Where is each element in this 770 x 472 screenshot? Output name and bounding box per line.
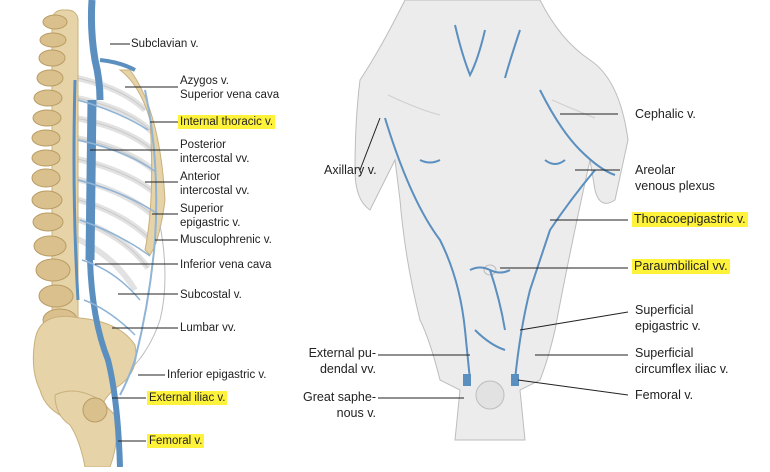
label-thoracoepigastric-v: Thoracoepigastric v. <box>632 212 748 227</box>
label-superficial-circumflex-line1: Superficial <box>635 346 694 360</box>
label-posterior-intercostal-line2: intercostal vv. <box>180 153 250 165</box>
label-great-saphenous-line2: nous v. <box>336 406 376 420</box>
label-inferior-vena-cava: Inferior vena cava <box>180 259 272 271</box>
label-external-iliac-v: External iliac v. <box>147 391 228 405</box>
label-paraumbilical-vv: Paraumbilical vv. <box>632 259 730 274</box>
label-superior-epigastric-line2: epigastric v. <box>180 217 241 229</box>
torso-artwork <box>354 0 629 441</box>
label-musculophrenic-v: Musculophrenic v. <box>180 234 272 246</box>
left-veins <box>72 0 159 468</box>
label-external-pudendal-line1: External pu- <box>308 346 376 360</box>
label-femoral-v-left: Femoral v. <box>147 434 205 448</box>
label-superficial-epigastric-line1: Superficial <box>635 303 694 317</box>
label-axillary-v: Axillary v. <box>324 163 377 177</box>
label-superficial-epigastric-line2: epigastric v. <box>635 319 701 333</box>
label-internal-thoracic-v: Internal thoracic v. <box>178 115 276 129</box>
label-cephalic-v: Cephalic v. <box>635 107 696 121</box>
label-lumbar-vv: Lumbar vv. <box>180 322 237 334</box>
pelvis-artwork <box>32 315 137 468</box>
label-external-pudendal-line2: dendal vv. <box>319 362 376 376</box>
label-azygos-v: Azygos v. <box>180 75 229 87</box>
label-subclavian-v: Subclavian v. <box>131 38 199 50</box>
label-subcostal-v: Subcostal v. <box>180 289 242 301</box>
label-inferior-epigastric-v: Inferior epigastric v. <box>167 369 267 381</box>
label-anterior-intercostal-line1: Anterior <box>180 171 221 183</box>
label-anterior-intercostal-line2: intercostal vv. <box>180 185 250 197</box>
label-femoral-v-right: Femoral v. <box>635 388 694 402</box>
label-superior-vena-cava: Superior vena cava <box>180 89 280 101</box>
leader-lines <box>90 43 629 442</box>
label-great-saphenous-line1: Great saphe- <box>303 390 376 404</box>
label-areolar-line1: Areolar <box>635 163 676 177</box>
label-posterior-intercostal-line1: Posterior <box>180 139 227 151</box>
label-superficial-circumflex-line2: circumflex iliac v. <box>635 362 729 376</box>
vertebral-column-artwork <box>31 9 79 341</box>
label-superior-epigastric-line1: Superior <box>180 203 224 215</box>
label-areolar-line2: venous plexus <box>635 179 715 193</box>
